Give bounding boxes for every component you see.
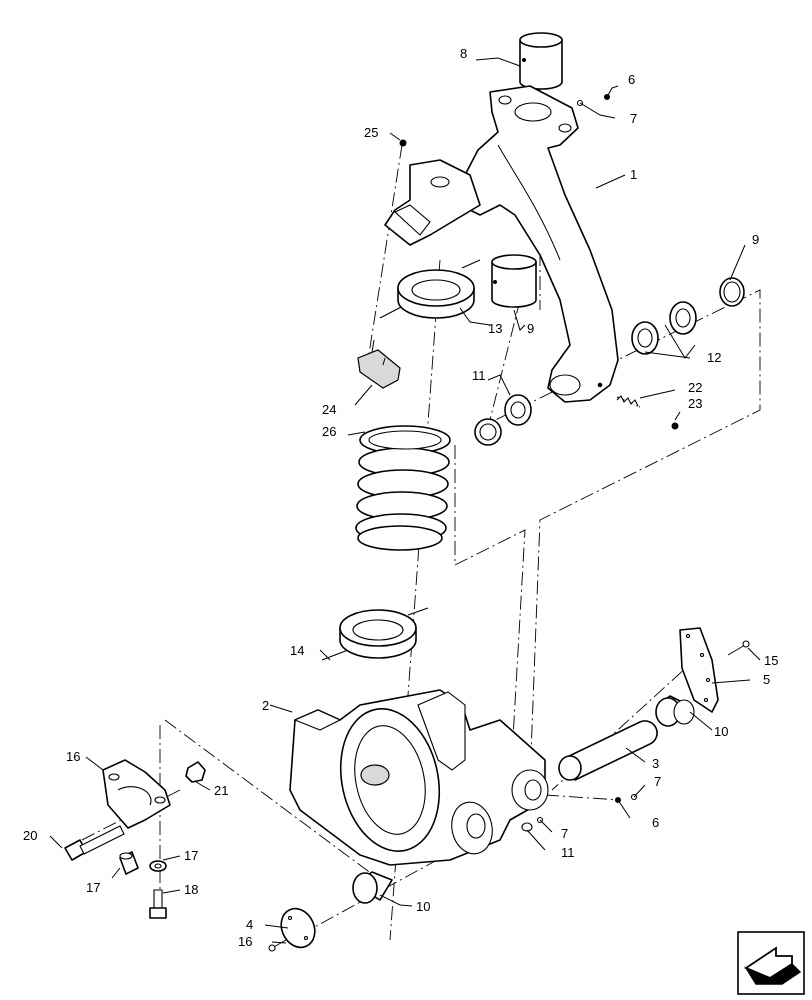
part-22-grease-fitting xyxy=(616,395,641,408)
callout-16-top: 13 xyxy=(488,321,502,336)
callout-11-right: 10 xyxy=(714,724,728,739)
callout-14: 11 xyxy=(472,368,486,383)
callout-5: 5 xyxy=(763,672,770,687)
next-page-arrow-icon xyxy=(744,946,802,985)
part-24-pad xyxy=(357,339,401,389)
callout-6-lower: 6 xyxy=(652,815,659,830)
callout-17-right: 15 xyxy=(764,653,778,668)
part-21-nut xyxy=(185,761,206,783)
callout-22: 22 xyxy=(688,380,702,395)
callout-15: 12 xyxy=(707,350,721,365)
callout-7-top: 7 xyxy=(630,111,637,126)
callout-1: 1 xyxy=(630,167,637,182)
part-3-kingpin xyxy=(558,720,658,781)
part-13-sleeve xyxy=(119,851,139,875)
part-8-fitting xyxy=(521,822,533,832)
part-11-bushing-right xyxy=(655,695,695,727)
part-16-lower-spring-seat xyxy=(321,607,429,661)
part-26-coil-spring xyxy=(355,425,451,551)
part-17-bolt-lower xyxy=(268,939,287,952)
part-17-bolt-right xyxy=(727,640,750,656)
part-14-retaining-ring xyxy=(474,394,532,446)
callout-7-right: 7 xyxy=(654,774,661,789)
callout-25: 25 xyxy=(364,125,378,140)
callout-12: 16 xyxy=(66,749,80,764)
callout-19: 18 xyxy=(184,882,198,897)
callout-20: 20 xyxy=(23,828,37,843)
part-18-washer xyxy=(149,860,167,872)
part-20-bolt xyxy=(64,825,125,861)
callout-10: 9 xyxy=(752,232,759,247)
part-23-plug xyxy=(671,422,679,430)
callout-24: 24 xyxy=(322,402,336,417)
part-1-knuckle-arm xyxy=(459,85,619,403)
part-15-shims xyxy=(631,301,697,355)
callout-26: 26 xyxy=(322,424,336,439)
callout-8: 11 xyxy=(561,845,575,860)
callout-21: 21 xyxy=(214,783,228,798)
next-page-button[interactable] xyxy=(737,931,805,995)
leader-lines xyxy=(49,57,761,944)
part-5-cover-plate xyxy=(679,627,719,713)
callout-labels: 8 6 7 1 25 9 12 13 9 11 22 23 24 26 14 2… xyxy=(23,46,778,949)
part-25-bracket xyxy=(384,139,481,246)
callout-23: 23 xyxy=(688,396,702,411)
callout-6-top: 6 xyxy=(628,72,635,87)
callout-16-lower: 14 xyxy=(290,643,304,658)
part-16-upper-spring-seat xyxy=(379,259,481,319)
callout-18: 17 xyxy=(184,848,198,863)
part-9-lower-bushing xyxy=(491,254,537,308)
callout-7-lower: 7 xyxy=(561,826,568,841)
callout-11-lower: 10 xyxy=(416,899,430,914)
callout-3: 3 xyxy=(652,756,659,771)
part-12-clamp xyxy=(102,759,171,829)
callout-2: 2 xyxy=(262,698,269,713)
part-19-bolt xyxy=(149,889,167,919)
callout-17-lower: 16 xyxy=(238,934,252,949)
callout-9-top: 8 xyxy=(460,46,467,61)
part-9-upper-bushing xyxy=(519,32,563,90)
part-2-spindle-housing xyxy=(289,689,549,866)
part-4-cover-disc xyxy=(280,907,316,949)
callout-13: 17 xyxy=(86,880,100,895)
part-10-snap-ring xyxy=(719,277,745,307)
part-11-bushing-lower xyxy=(352,871,393,904)
callout-4: 4 xyxy=(246,917,253,932)
callout-9-mid: 9 xyxy=(527,321,534,336)
